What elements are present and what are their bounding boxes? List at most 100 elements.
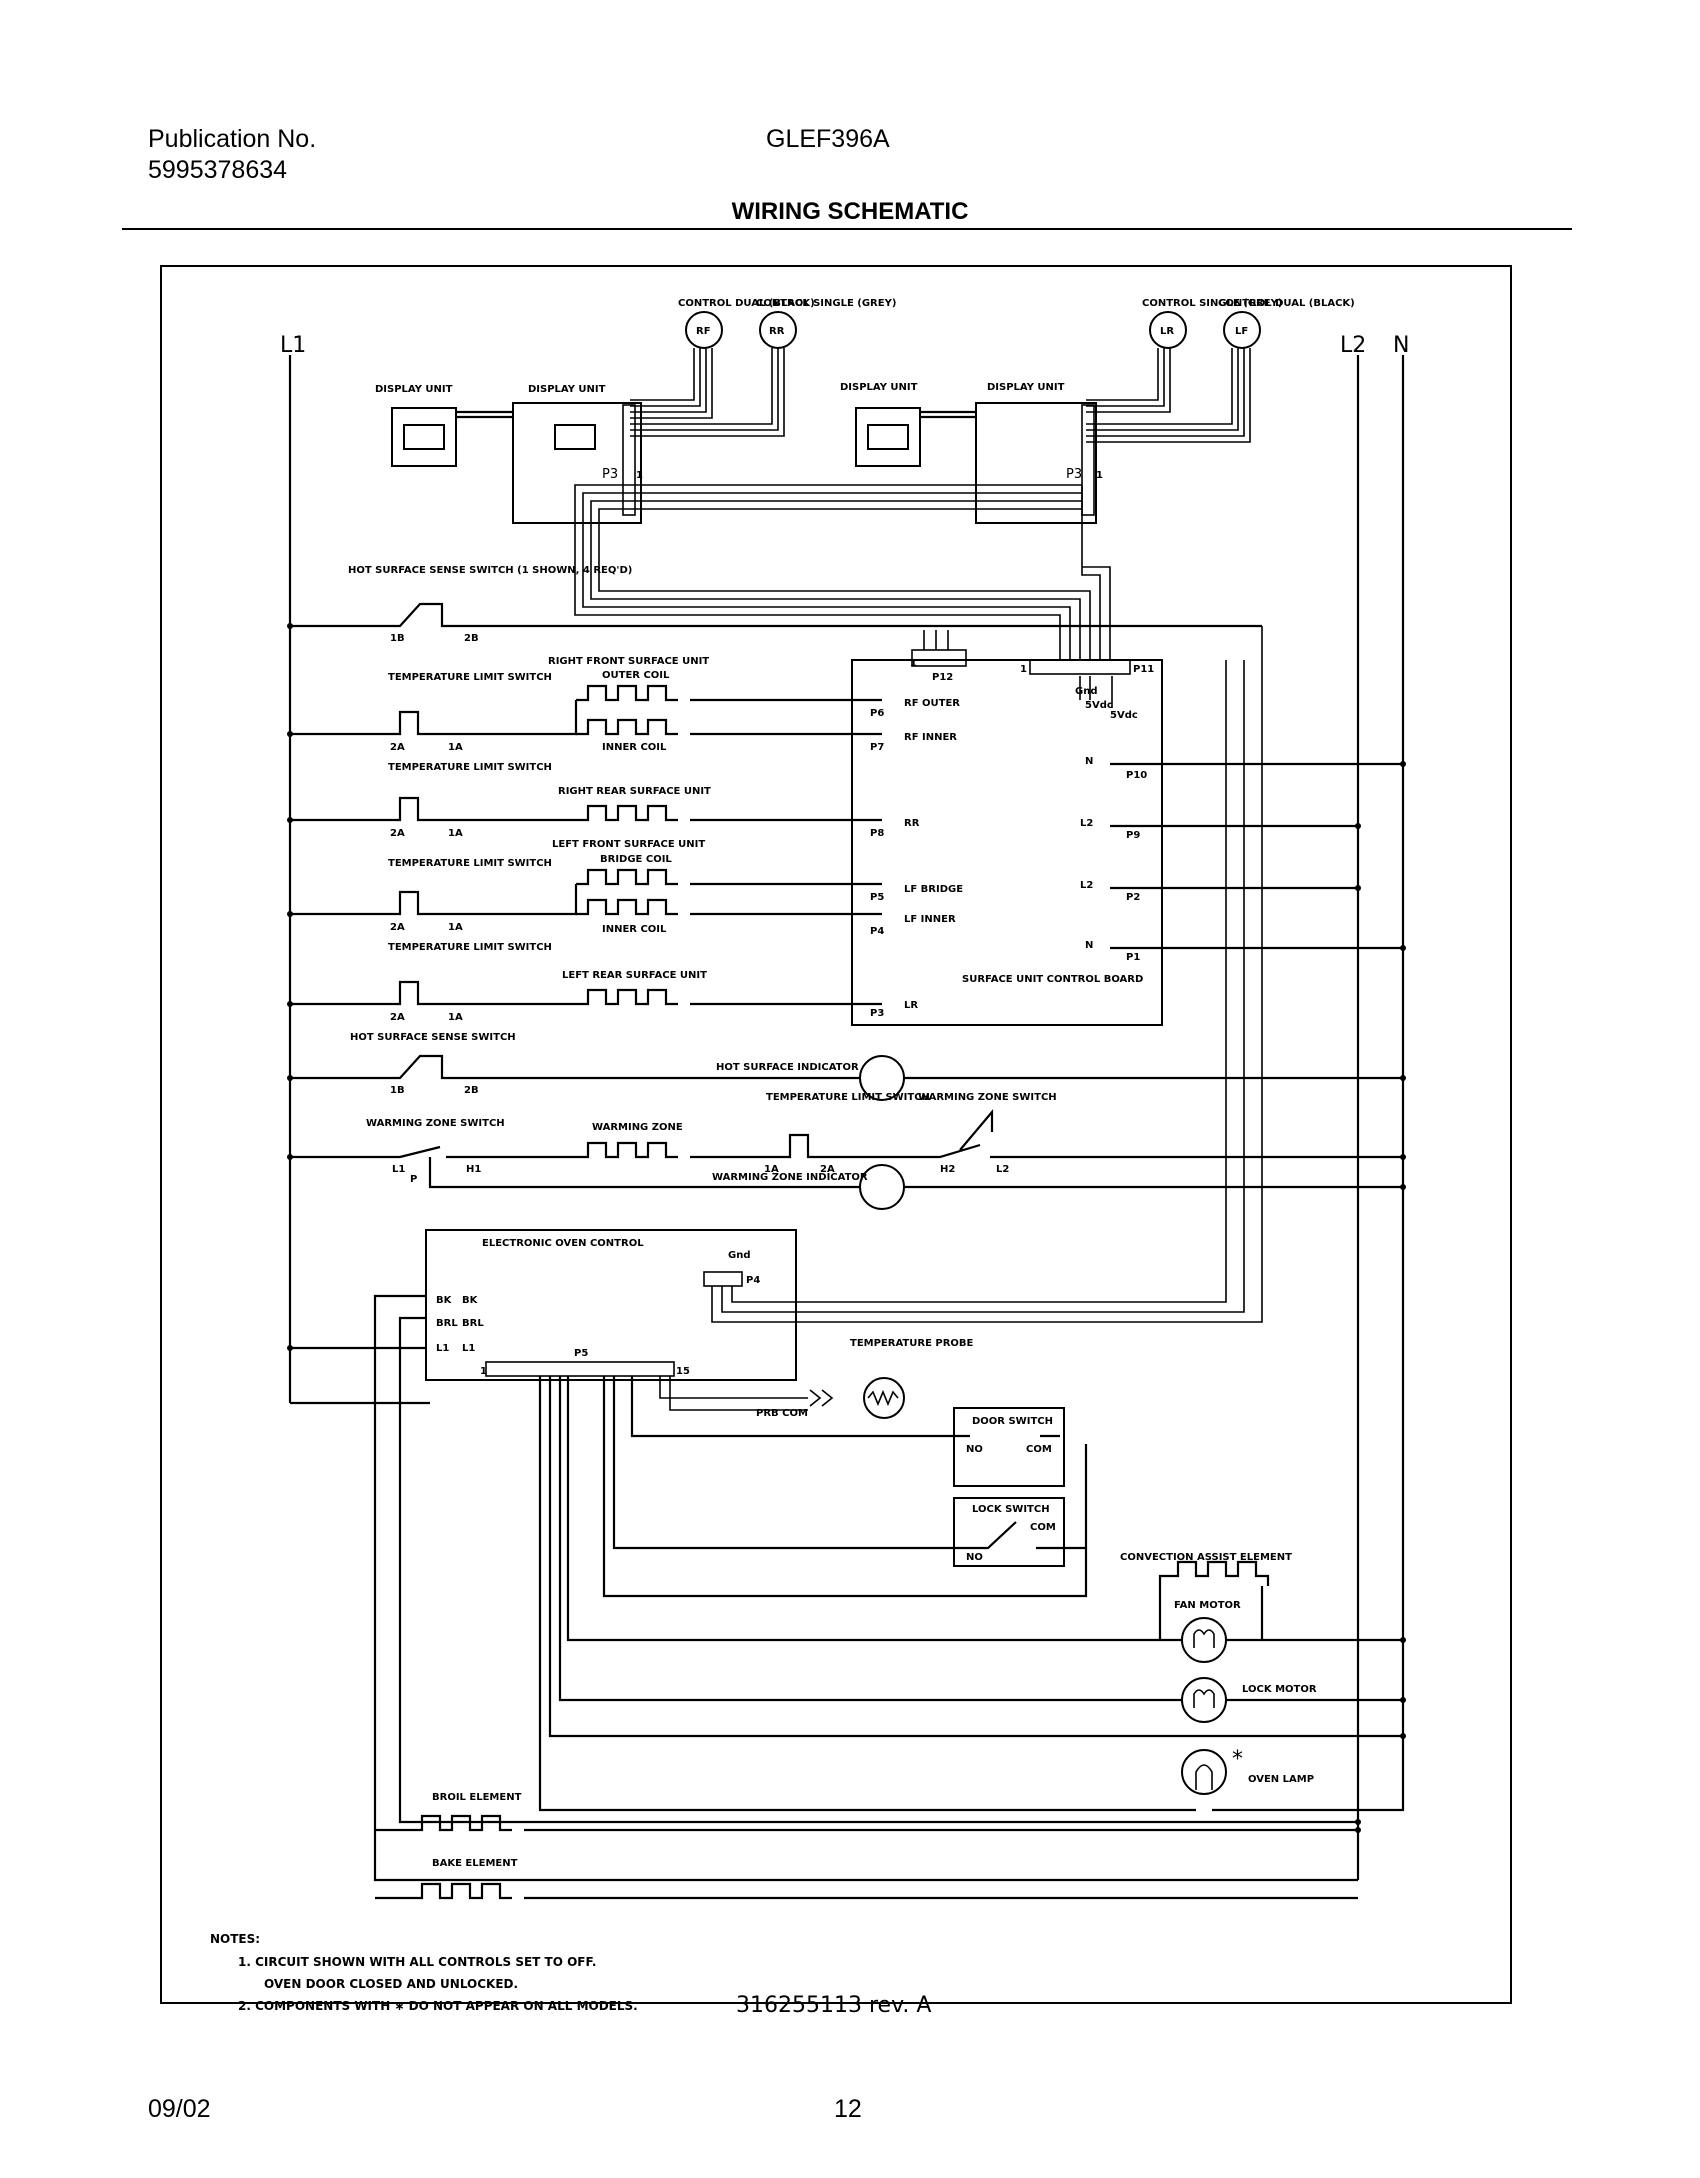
p11-label: P11	[1133, 664, 1154, 675]
schematic-frame	[160, 265, 1512, 2004]
svg-text:15: 15	[676, 1366, 690, 1377]
door-switch-label: DOOR SWITCH	[972, 1416, 1053, 1427]
hot-surface-indicator-label: HOT SURFACE INDICATOR	[716, 1062, 859, 1073]
bake-element-label: BAKE ELEMENT	[432, 1858, 518, 1869]
rr-unit-label: RIGHT REAR SURFACE UNIT	[558, 786, 711, 797]
temp-limit-label-1: TEMPERATURE LIMIT SWITCH	[388, 672, 552, 683]
svg-text:P: P	[410, 1174, 417, 1185]
svg-text:P6: P6	[870, 708, 884, 719]
svg-text:BRL: BRL	[462, 1318, 484, 1329]
svg-text:P5: P5	[870, 892, 884, 903]
rail-l1-label: L1	[280, 333, 306, 358]
svg-text:2B: 2B	[464, 1085, 479, 1096]
svg-text:N: N	[1085, 756, 1093, 767]
svg-text:P10: P10	[1126, 770, 1147, 781]
svg-text:P4: P4	[746, 1275, 760, 1286]
broil-element-label: BROIL ELEMENT	[432, 1792, 522, 1803]
convection-element-label: CONVECTION ASSIST ELEMENT	[1120, 1552, 1292, 1563]
drawing-number: 316255113 rev. A	[736, 1993, 931, 2018]
footer-date: 09/02	[148, 2095, 211, 2123]
svg-text:L1: L1	[462, 1343, 475, 1354]
svg-text:1B: 1B	[390, 1085, 405, 1096]
rail-n-label: N	[1393, 333, 1409, 358]
display-unit-label-4: DISPLAY UNIT	[987, 382, 1065, 393]
svg-text:P9: P9	[1126, 830, 1140, 841]
junction-dots	[287, 623, 1406, 1833]
door-switch-box	[953, 1407, 1065, 1487]
svg-text:BK: BK	[462, 1295, 479, 1306]
display-units: DISPLAY UNIT DISPLAY UNIT P3 1 DISPLAY U…	[375, 382, 1111, 660]
header-rule	[122, 228, 1572, 230]
rf-unit-label: RIGHT FRONT SURFACE UNIT	[548, 656, 709, 667]
note-2: 2. COMPONENTS WITH ∗ DO NOT APPEAR ON AL…	[238, 1999, 638, 2013]
display-unit-label-1: DISPLAY UNIT	[375, 384, 453, 395]
rf-control-label: CONTROL DUAL (BLACK)	[678, 298, 815, 309]
svg-text:INNER COIL: INNER COIL	[602, 924, 667, 935]
note-1a: 1. CIRCUIT SHOWN WITH ALL CONTROLS SET T…	[238, 1955, 597, 1969]
svg-text:2A: 2A	[390, 922, 405, 933]
warming-zone-label: WARMING ZONE	[592, 1122, 683, 1133]
electronic-oven-control: ELECTRONIC OVEN CONTROL BK BRL L1 BK BRL…	[290, 626, 1358, 1882]
svg-text:P3: P3	[870, 1008, 884, 1019]
oven-lamp-label: OVEN LAMP	[1248, 1774, 1314, 1785]
prb-com-label: PRB COM	[756, 1408, 808, 1419]
fan-motor-label: FAN MOTOR	[1174, 1600, 1241, 1611]
p12-label: P12	[932, 672, 953, 683]
svg-text:L2: L2	[1080, 880, 1093, 891]
svg-text:INNER COIL: INNER COIL	[602, 742, 667, 753]
rf-control-icon	[685, 311, 723, 349]
notes-heading: NOTES:	[210, 1932, 261, 1946]
svg-text:1A: 1A	[448, 828, 463, 839]
svg-text:H1: H1	[466, 1164, 481, 1175]
temp-limit-label-2: TEMPERATURE LIMIT SWITCH	[388, 762, 552, 773]
display-unit-1	[391, 407, 457, 467]
svg-text:1A: 1A	[448, 1012, 463, 1023]
lr-control-icon	[1149, 311, 1187, 349]
surface-unit-branches: HOT SURFACE SENSE SWITCH (1 SHOWN, 4 REQ…	[290, 565, 1262, 1023]
svg-text:2B: 2B	[464, 633, 479, 644]
svg-text:5Vdc: 5Vdc	[1085, 700, 1113, 711]
svg-text:1A: 1A	[764, 1164, 779, 1175]
svg-text:COM: COM	[1030, 1522, 1056, 1533]
svg-text:1A: 1A	[448, 742, 463, 753]
svg-text:2A: 2A	[390, 828, 405, 839]
svg-text:BRL: BRL	[436, 1318, 458, 1329]
svg-text:NO: NO	[966, 1552, 983, 1563]
svg-text:Gnd: Gnd	[728, 1250, 751, 1261]
svg-text:LF BRIDGE: LF BRIDGE	[904, 884, 963, 895]
display-unit-3	[855, 407, 921, 467]
svg-text:L2: L2	[1080, 818, 1093, 829]
svg-text:1: 1	[1096, 470, 1103, 481]
scb-title: SURFACE UNIT CONTROL BOARD	[962, 974, 1143, 985]
svg-text:P4: P4	[870, 926, 884, 937]
p3-right-label: P3	[1066, 467, 1082, 482]
svg-text:L1: L1	[436, 1343, 449, 1354]
svg-text:1: 1	[1020, 664, 1027, 675]
svg-text:NO: NO	[966, 1444, 983, 1455]
svg-text:2A: 2A	[820, 1164, 835, 1175]
svg-text:COM: COM	[1026, 1444, 1052, 1455]
svg-text:1: 1	[636, 470, 643, 481]
svg-text:LR: LR	[904, 1000, 918, 1011]
svg-text:N: N	[1085, 940, 1093, 951]
hot-surface-sense-label: HOT SURFACE SENSE SWITCH (1 SHOWN, 4 REQ…	[348, 565, 632, 576]
warming-zone-switch-label: WARMING ZONE SWITCH	[366, 1118, 505, 1129]
oven-components: TEMPERATURE PROBE PRB COM DOOR SWITCH NO…	[375, 1338, 1405, 1900]
svg-text:RF INNER: RF INNER	[904, 732, 957, 743]
warming-zone-branch: HOT SURFACE SENSE SWITCH 1B 2B HOT SURFA…	[290, 1032, 1403, 1210]
svg-text:1: 1	[910, 658, 917, 669]
warming-zone-switch-label-2: WARMING ZONE SWITCH	[918, 1092, 1057, 1103]
svg-text:L2: L2	[996, 1164, 1009, 1175]
rr-control-code: RR	[769, 326, 785, 337]
p3-left-label: P3	[602, 467, 618, 482]
rr-control-label: CONTROL SINGLE (GREY)	[756, 298, 896, 309]
temp-probe-icon	[863, 1377, 905, 1419]
display-unit-label-3: DISPLAY UNIT	[840, 382, 918, 393]
hot-surface-indicator-icon	[859, 1055, 905, 1101]
svg-text:1B: 1B	[390, 633, 405, 644]
svg-text:RR: RR	[904, 818, 920, 829]
fan-motor-icon	[1181, 1617, 1227, 1663]
svg-text:Gnd: Gnd	[1075, 686, 1098, 697]
lr-control-code: LR	[1160, 326, 1174, 337]
